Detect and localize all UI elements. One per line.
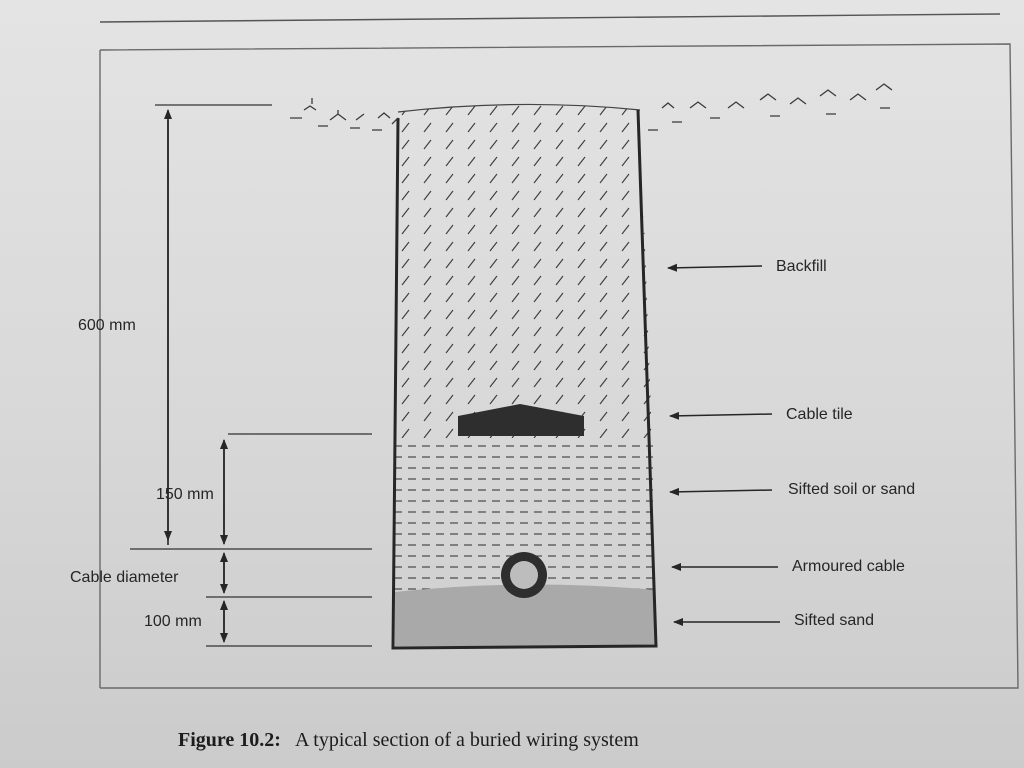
cable-core [510,561,538,589]
cable-tile-shape [458,404,584,436]
ground-surface [397,103,641,113]
label-backfill: Backfill [776,258,827,275]
figure-caption-text: A typical section of a buried wiring sys… [294,729,639,751]
sifted-sand-layer [395,584,655,646]
backfill-layer [395,104,652,438]
dimension-lines [130,104,372,647]
leader-sifted-soil [669,487,773,496]
dimension-100mm: 100 mm [144,613,202,630]
dimension-600mm: 600 mm [78,317,136,334]
page-top-rule [99,13,1001,23]
dimension-cable-diameter: Cable diameter [70,569,179,586]
grass-icon [290,83,893,131]
label-armoured-cable: Armoured cable [792,558,905,575]
dimension-arrows [164,109,228,643]
label-leaders [667,263,780,626]
label-sifted-soil: Sifted soil or sand [788,481,915,498]
trench-outline [391,109,658,650]
leader-backfill [667,263,763,272]
figure-border [99,43,1019,689]
dimension-150mm: 150 mm [156,486,214,503]
figure-number: Figure 10.2: [178,729,281,751]
label-sifted-sand: Sifted sand [794,612,874,629]
leader-cable-tile [669,411,773,420]
figure-caption: Figure 10.2: A typical section of a burie… [178,729,639,752]
label-cable-tile: Cable tile [786,406,853,423]
